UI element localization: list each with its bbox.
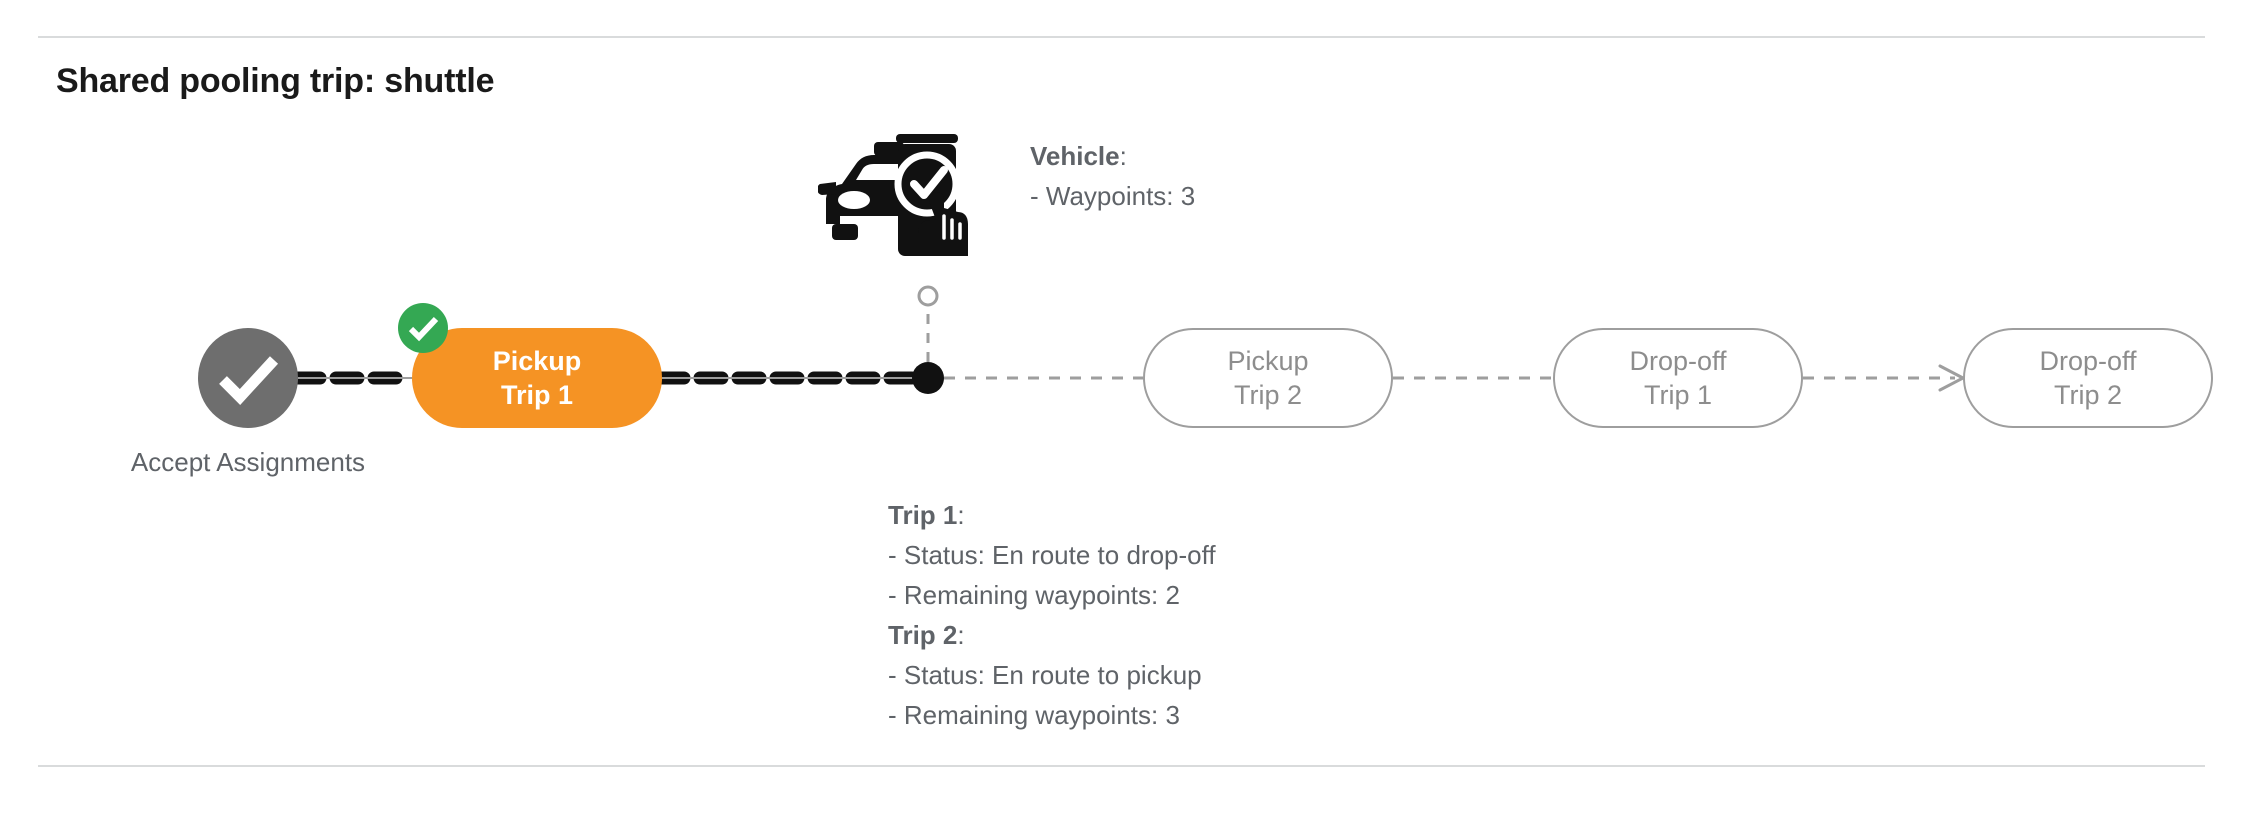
vehicle-annotation-header-colon: : xyxy=(1119,141,1127,171)
flow-arrowhead xyxy=(1938,364,1965,392)
divider-top xyxy=(38,36,2205,38)
sidebar-item-accept-assignments[interactable] xyxy=(198,328,298,428)
node-dropoff-trip-1-line1: Drop-off xyxy=(1629,346,1727,376)
trip-1-header-colon: : xyxy=(957,500,965,530)
node-pickup-trip-1-line2: Trip 1 xyxy=(500,380,574,410)
trip-1-status: - Status: En route to drop-off xyxy=(888,540,1216,570)
vehicle-annotation: Vehicle: - Waypoints: 3 xyxy=(1030,136,1195,216)
start-node-label-line2: Assignments xyxy=(216,447,366,477)
node-pickup-trip-2[interactable]: Pickup Trip 2 xyxy=(1143,328,1393,428)
node-pickup-trip-2-line2: Trip 2 xyxy=(1233,380,1302,410)
page-title: Shared pooling trip: shuttle xyxy=(56,62,495,100)
trip-1-header: Trip 1: xyxy=(888,495,1216,535)
car-phone-check-icon xyxy=(818,120,968,260)
vehicle-position-marker xyxy=(912,362,944,394)
trip-1-waypoints: - Remaining waypoints: 2 xyxy=(888,580,1180,610)
vehicle-annotation-header-text: Vehicle xyxy=(1030,141,1120,171)
trip-2-waypoints: - Remaining waypoints: 3 xyxy=(888,700,1180,730)
check-icon xyxy=(408,316,439,342)
node-dropoff-trip-1[interactable]: Drop-off Trip 1 xyxy=(1553,328,1803,428)
vehicle-leader-anchor xyxy=(917,285,939,307)
completed-check-badge-icon xyxy=(398,303,448,353)
node-dropoff-trip-2-line1: Drop-off xyxy=(2039,346,2137,376)
node-dropoff-trip-2-line2: Trip 2 xyxy=(2053,380,2122,410)
node-dropoff-trip-2[interactable]: Drop-off Trip 2 xyxy=(1963,328,2213,428)
trip-2-status: - Status: En route to pickup xyxy=(888,660,1202,690)
trip-2-header: Trip 2: xyxy=(888,615,1216,655)
check-circle-icon xyxy=(219,356,279,405)
vehicle-annotation-waypoints: - Waypoints: 3 xyxy=(1030,181,1196,211)
trip-2-header-text: Trip 2 xyxy=(888,620,958,650)
trip-1-header-text: Trip 1 xyxy=(888,500,958,530)
start-node-label-line1: Accept xyxy=(130,447,211,477)
node-pickup-trip-2-line1: Pickup xyxy=(1227,346,1309,376)
vehicle-annotation-header: Vehicle: xyxy=(1030,136,1195,176)
trips-annotation: Trip 1: - Status: En route to drop-off -… xyxy=(888,495,1216,735)
node-pickup-trip-1[interactable]: Pickup Trip 1 xyxy=(412,328,662,428)
divider-bottom xyxy=(38,765,2205,767)
start-node-label: Accept Assignments xyxy=(128,442,368,482)
node-pickup-trip-1-line1: Pickup xyxy=(492,346,582,376)
trip-2-header-colon: : xyxy=(957,620,965,650)
node-dropoff-trip-1-line2: Trip 1 xyxy=(1643,380,1712,410)
